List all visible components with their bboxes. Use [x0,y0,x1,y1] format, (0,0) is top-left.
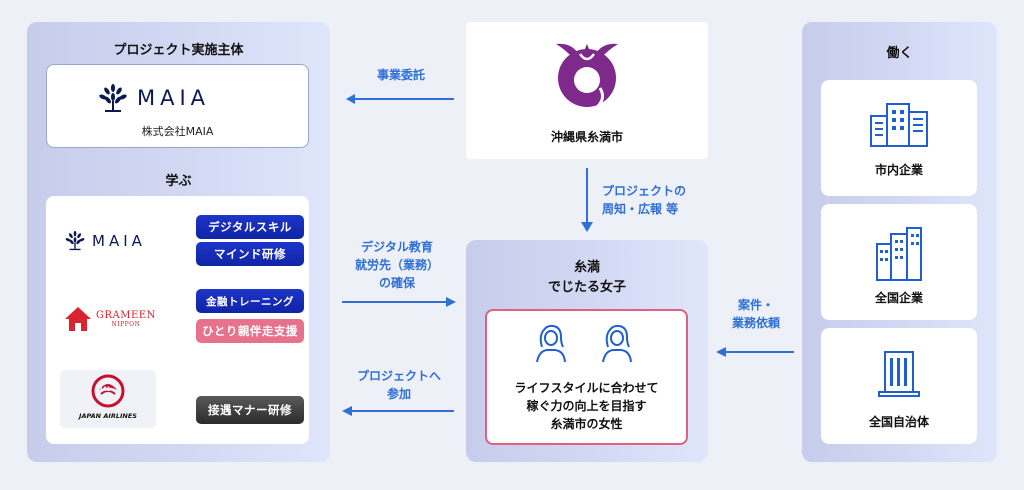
arrow-participation [342,406,454,416]
maia-tree-icon [65,230,85,251]
left-panel-title: プロジェクト実施主体 [113,43,244,58]
pill-digital-skill: デジタルスキル [196,215,304,239]
woman-icon-1 [536,324,566,363]
right-panel-title: 働く [886,46,913,61]
jal-logo-text: JAPAN AIRLINES [79,412,137,420]
maia-tree-icon [99,84,127,112]
grameen-logo-subtext: NIPPON [111,321,141,328]
work-card-national: 全国企業 [821,204,977,320]
work-label-local: 市内企業 [874,163,923,177]
skyscrapers-icon [876,227,922,281]
partner-maia-logo: MAIA [64,230,146,251]
work-card-local: 市内企業 [821,80,977,196]
women-description: ライフスタイルに合わせて 稼ぐ力の向上を目指す 糸満市の女性 [514,381,659,431]
maia-card: MAIA 株式会社MAIA [46,64,309,148]
arrow-request [716,347,794,357]
work-label-national: 全国企業 [874,291,923,305]
pill-mind-training: マインド研修 [196,242,304,266]
pill-single-parent-support: ひとり親伴走支援 [196,319,304,343]
learn-card: MAIA デジタルスキル マインド研修 GRAMEEN NIPPON 金融トレー… [46,196,309,444]
label-promotion: プロジェクトの 周知・広報 等 [602,184,687,216]
maia-company-name: 株式会社MAIA [141,125,214,138]
label-participation: プロジェクトへ 参加 [356,369,441,401]
label-education: デジタル教育 就労先（業務） の確保 [354,240,439,290]
itoman-city-emblem-icon [556,43,618,108]
learn-title: 学ぶ [165,174,192,189]
government-building-icon [878,351,920,397]
work-card-municipalities: 全国自治体 [821,328,977,444]
pill-financial-training: 金融トレーニング [196,289,304,313]
maia-logo: MAIA [97,83,210,113]
label-commission: 事業委託 [376,68,425,82]
office-buildings-icon [870,103,928,147]
arrow-commission [346,94,454,104]
pill-hospitality-manners: 接遇マナー研修 [196,396,304,424]
grameen-logo-text: GRAMEEN [96,310,156,321]
maia-logo-text: MAIA [137,86,211,110]
city-card: 沖縄県糸満市 [466,22,708,159]
arrow-promotion [581,168,593,232]
partner-jal-logo: JAL JAPAN AIRLINES [60,370,156,428]
partner-grameen-logo: GRAMEEN NIPPON [64,306,156,332]
center-title-line1: 糸満 [573,260,600,275]
jal-crane-icon [91,374,125,408]
center-title: 糸満 でじたる女子 [466,258,708,298]
woman-icon-2 [602,324,632,363]
arrow-education [342,297,456,307]
women-card: ライフスタイルに合わせて 稼ぐ力の向上を目指す 糸満市の女性 [485,309,688,445]
center-panel: 糸満 でじたる女子 ライフスタイルに合わせて 稼ぐ力の向上を目指す 糸満市の女性 [466,240,708,462]
work-label-municipalities: 全国自治体 [868,415,929,429]
partner-maia-logo-text: MAIA [92,231,146,250]
city-name: 沖縄県糸満市 [550,130,623,144]
label-request: 案件・ 業務依頼 [731,298,780,330]
grameen-house-icon [65,307,91,331]
jal-mark: JAL [100,386,111,393]
center-title-line2: でじたる女子 [547,280,626,295]
